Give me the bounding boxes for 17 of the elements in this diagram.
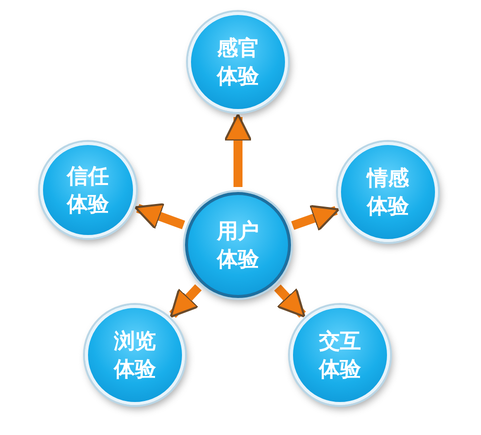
circle-node xyxy=(85,305,185,405)
node-label: 用户体验 xyxy=(216,218,260,273)
arrow xyxy=(291,204,340,232)
node-label: 情感体验 xyxy=(365,165,410,220)
arrow xyxy=(134,203,186,230)
arrow xyxy=(274,284,306,318)
node-label: 感官体验 xyxy=(216,35,260,90)
node-label: 信任体验 xyxy=(65,163,110,218)
circle-node xyxy=(188,12,288,112)
arrow xyxy=(169,284,202,318)
circle-node xyxy=(338,142,438,242)
arrow xyxy=(224,113,252,187)
circle-node xyxy=(185,192,291,298)
circle-node xyxy=(290,305,390,405)
circle-node xyxy=(40,142,136,238)
node-label: 交互体验 xyxy=(318,328,362,383)
node-label: 浏览体验 xyxy=(112,328,157,383)
